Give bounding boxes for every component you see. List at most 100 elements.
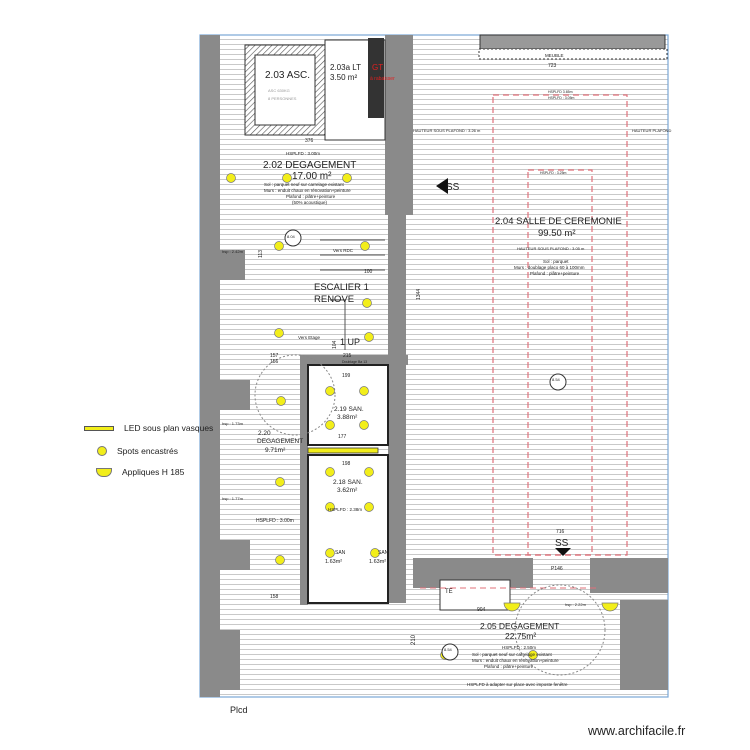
led-strip-icon [307, 447, 379, 454]
room-label: Plcd [230, 705, 248, 715]
room-area: 3.50 m² [330, 73, 357, 82]
room-note: Sol : parquet neuf sur carrelage existan… [264, 182, 345, 187]
room-area: 9.71m² [265, 447, 286, 454]
spot-icon [370, 548, 380, 558]
section-arrow-icon [436, 178, 448, 194]
room-label: 2.02 DEGAGEMENT [263, 160, 356, 171]
section-label: SS [446, 182, 460, 193]
room-label: 2.19 SAN. [334, 406, 364, 413]
room-note: hsp : 1.73m [222, 421, 244, 426]
spot-icon [325, 420, 335, 430]
legend-item-spot: Spots encastrés [97, 446, 178, 456]
room-label: 2.05 DEGAGEMENT [480, 621, 559, 631]
dimension: 104 [332, 340, 338, 349]
room-note: HSPLFD : 3.05m [548, 96, 575, 100]
room-note: Murs : enduit chaux en rénovation+peintu… [472, 658, 559, 663]
room-note: HSPLFD : 2.38m [328, 507, 362, 512]
room-label: TE [445, 589, 453, 595]
spot-icon [362, 298, 372, 308]
room-note: 8 PERSONNES [268, 96, 297, 101]
legend-item-applique: Appliques H 185 [96, 467, 184, 477]
room-note: HAUTEUR PLAFOND [632, 128, 671, 133]
spot-icon [275, 477, 285, 487]
spot-icon [282, 173, 292, 183]
dimension: 113 [258, 250, 264, 258]
room-note: (50% acoustique) [292, 200, 328, 205]
watermark: www.archifacile.fr [588, 724, 686, 738]
applique-icon [96, 467, 112, 477]
dimension: 904 [477, 607, 486, 613]
room-label: 2.18 SAN. [333, 479, 363, 486]
room-label: 2.04 SALLE DE CEREMONIE [495, 216, 622, 227]
room-note: Sol : parquet [543, 259, 569, 264]
badge-label: 8.54 [444, 647, 453, 652]
room-note: HAUTEUR SOUS PLAFOND : 3.05 m [517, 246, 585, 251]
room-note: hsp : 1.77m [222, 496, 244, 501]
section-arrow-icon [555, 548, 571, 556]
dimension: 210 [411, 634, 417, 645]
dimension: 716 [556, 529, 565, 535]
room-area: 3.88m² [337, 414, 358, 421]
dimension: 157 [270, 353, 279, 359]
room-note: à rabaisser [370, 76, 395, 82]
room-label: 2.03 ASC. [265, 70, 310, 81]
applique-icon [601, 602, 619, 612]
dimension: 1344 [416, 289, 422, 300]
room-area: 3.62m² [337, 487, 358, 494]
spot-icon [364, 332, 374, 342]
room-note: Doublage Ba 13 [342, 360, 367, 364]
spot-icon [325, 548, 335, 558]
room-note: Plafond : plâtre+peinture [530, 271, 580, 276]
spot-icon [325, 502, 335, 512]
room-note: HAUTEUR SOUS PLAFOND : 3.26 m [413, 128, 481, 133]
dimension: 723 [548, 63, 557, 69]
room-note: HSPLFD : 3.00m [256, 518, 294, 524]
room-note: Murs : doublage placo 60 à 100mm [514, 265, 585, 270]
room-note: Vers Etage [298, 335, 321, 340]
legend-label: Spots encastrés [117, 446, 178, 456]
room-label: ESCALIER 1 [314, 282, 369, 293]
spot-icon [274, 241, 284, 251]
spot-icon [342, 173, 352, 183]
spot-icon [274, 328, 284, 338]
walls [200, 35, 668, 697]
room-area: 99.50 m² [538, 228, 576, 239]
room-label: RENOVE [314, 294, 354, 305]
dimension: 198 [342, 461, 351, 467]
room-label: 2.20 [258, 430, 271, 437]
legend-label: LED sous plan vasques [124, 423, 214, 433]
legend-item-led: LED sous plan vasques [84, 423, 213, 433]
spot-icon [97, 446, 107, 456]
spot-icon [364, 502, 374, 512]
spot-icon [276, 396, 286, 406]
room-area: 17.00 m² [292, 171, 332, 182]
stair-direction: 1 UP [340, 337, 360, 347]
applique-icon [503, 602, 521, 612]
room-note: HSPLFD : 3.25m [540, 171, 567, 175]
spot-icon [325, 467, 335, 477]
room-note: HSPLFD à adapter sur place avec imposte … [467, 682, 568, 687]
spot-icon [275, 555, 285, 565]
badge-label: 8.54 [552, 377, 561, 382]
room-note: Sol : parquet neuf sur carrelage existan… [472, 652, 553, 657]
furniture-label: MEUBLE [545, 53, 564, 58]
dimension: 215 [343, 353, 352, 359]
room-note: hsp : 2.42m [222, 249, 244, 254]
room-label: 2.03a LT [330, 63, 361, 72]
room-label: SAN [378, 550, 389, 556]
dimension: 156 [270, 359, 279, 365]
spot-icon [325, 386, 335, 396]
room-note: Plafond : plâtre+peinture [484, 664, 534, 669]
spot-icon [359, 420, 369, 430]
dimension: P146 [551, 566, 563, 572]
spot-icon [360, 241, 370, 251]
dimension: 199 [342, 373, 351, 379]
room-label: GT [372, 63, 383, 72]
legend-label: Appliques H 185 [122, 467, 185, 477]
dimension: 177 [338, 434, 347, 440]
room-note: hsp : 2.22m [565, 602, 587, 607]
section-label: SS [555, 538, 569, 549]
led-strip-icon [84, 425, 114, 431]
room-area: 22.75m² [505, 631, 536, 641]
